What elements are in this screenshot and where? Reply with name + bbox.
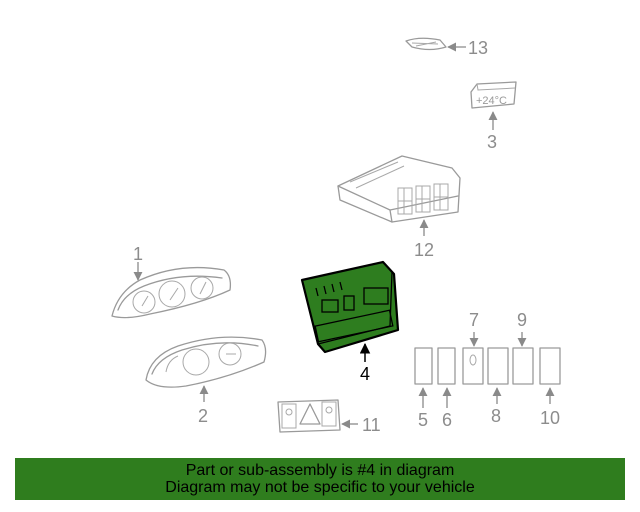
callout-12: 12 [414, 240, 434, 260]
part-10-switch [539, 347, 561, 385]
callout-7: 7 [469, 310, 479, 330]
part-1-instrument-cluster [111, 266, 232, 319]
callout-1: 1 [133, 244, 143, 264]
callout-3: 3 [487, 132, 497, 152]
part-13-trim-piece [405, 37, 447, 51]
part-6-switch [437, 347, 456, 385]
part-5-switch [414, 347, 433, 385]
part-7-switch [462, 347, 484, 385]
callout-11: 11 [362, 415, 381, 435]
callout-9: 9 [517, 310, 527, 330]
part-2-cluster-housing [145, 336, 267, 388]
part-4-control-module [300, 260, 400, 354]
callout-4: 4 [360, 364, 370, 384]
part-8-switch [487, 347, 509, 385]
callout-6: 6 [442, 410, 452, 430]
callout-8: 8 [491, 406, 501, 426]
banner-line-1: Part or sub-assembly is #4 in diagram [185, 462, 455, 479]
part-9-switch [512, 347, 534, 385]
part-12-climate-control-unit [337, 155, 461, 223]
callout-10: 10 [540, 408, 560, 428]
banner-line-2: Diagram may not be specific to your vehi… [165, 479, 475, 496]
callout-5: 5 [418, 410, 428, 430]
callout-13: 13 [468, 38, 488, 58]
callout-2: 2 [198, 406, 208, 426]
info-banner: Part or sub-assembly is #4 in diagram Di… [15, 458, 625, 500]
part-11-hazard-switch-panel [277, 399, 341, 433]
part-3-temperature-display: +24°C [470, 81, 517, 109]
display-temp-text: +24°C [476, 95, 507, 107]
